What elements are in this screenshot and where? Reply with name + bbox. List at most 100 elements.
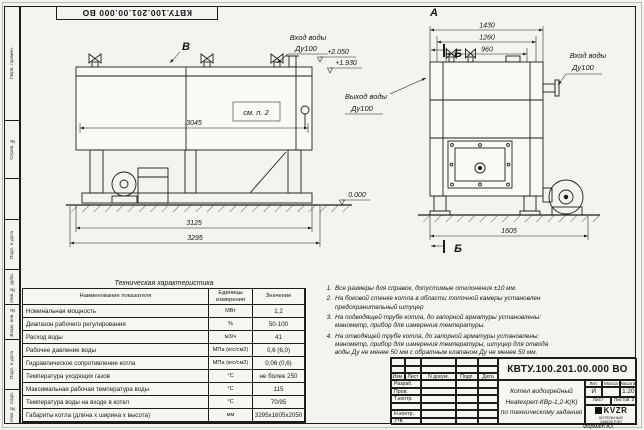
tb-col-data: Дата [478,372,498,381]
tb-empty [478,417,498,425]
tb-empty [391,365,405,373]
tech-cell: Расход воды [23,331,209,344]
blower-fan [542,179,584,216]
tech-cell: Температура уходящих газов [23,370,209,383]
tb-empty [391,358,405,366]
stamp-field: Подп. и дата [5,340,19,391]
tb-scale-value: 1:20 [619,386,637,397]
tb-empty [478,410,498,418]
tech-cell: °С [209,383,253,396]
tb-empty [456,365,478,373]
elev-1930: +1.930 [335,60,357,67]
tb-empty [421,410,456,418]
company-line2: ЗАВОД РЭП [600,419,622,424]
dimensions-front: 1430 1260 960 1605 [429,23,589,240]
tb-empty [405,365,421,373]
section-label-b-top: Б [454,48,462,60]
section-label-b-bottom: Б [454,243,462,255]
tech-cell: 1,2 [253,305,305,318]
stamp-field: Перв. примен. [5,7,19,121]
tb-empty [421,387,456,396]
outlet-label-front: Выход воды [345,92,388,101]
tb-empty [421,402,456,411]
dim-960: 960 [481,47,493,54]
note-number: 4. [326,332,332,340]
tb-empty [478,358,498,366]
tech-cell: % [209,318,253,331]
tb-doc-number: КВТУ.100.201.00.000 ВО [498,358,637,381]
labels-front: А Б Б Вход воды Ду100 Выход воды Ду100 [345,7,607,255]
elevation-mark [339,199,345,206]
product-name-line2: Heatexpert-КВр-1,2-К(К) [505,398,578,406]
tb-empty [456,402,478,411]
note-number: 2. [326,295,332,303]
stamp-field: Подп. и дата [5,220,19,271]
labels-side: В см. п. 2 Вход воды Ду100 +2.050 +1.930… [169,33,370,206]
dim-3295: 3295 [187,235,203,242]
drawing-notes: 1. Все размеры для справок, допустимые о… [324,285,552,360]
tb-empty [456,395,478,403]
tech-header-name: Наименование показателя [23,289,209,305]
tech-cell: 70/95 [253,396,305,409]
top-valves-side [88,53,284,68]
tech-table: Наименование показателя Единицы измерени… [22,288,306,423]
tech-cell: МПа (кгс/см2) [209,357,253,370]
drawing-frame [20,6,636,424]
format-note: Формат А3 [582,424,614,430]
tb-lit-value: И [585,386,603,397]
dimensions-side: 3045 3125 3295 [69,120,321,247]
tb-empty [478,395,498,403]
tb-empty [421,380,456,388]
tech-cell: °С [209,396,253,409]
dim-3125: 3125 [186,220,202,227]
tech-cell: Диапазон рабочего регулирования [23,318,209,331]
tech-cell: Рабочее давление воды [23,344,209,357]
inlet-nozzle-front [542,83,556,93]
company-name: КОТЕЛЬНЫЙ ЗАВОД РЭП [599,416,623,424]
left-stamp-strip: Перв. примен. Справ. № Подп. и дата Инв.… [4,6,20,424]
tb-row-nkontr: Н.контр. [391,410,421,418]
tb-empty [456,358,478,366]
support-frame-side [81,149,313,204]
front-view [429,47,584,216]
tech-cell: Габариты котла (длина х ширина х высота) [23,409,209,422]
tb-empty [478,387,498,396]
tech-cell: не более 250 [253,370,305,383]
view-label-v: В [182,41,190,53]
tb-empty [478,380,498,388]
dim-1430: 1430 [479,23,495,30]
outlet-dn-front: Ду100 [350,104,373,113]
boiler-body-front [429,61,544,197]
elev-2050: +2.050 [327,49,349,56]
tb-empty [478,402,498,411]
tb-col-docnum: N докум. [421,372,456,381]
support-legs-front [429,195,541,216]
note-number: 1. [326,285,332,292]
tb-row-prov: Пров. [391,387,421,396]
note-number: 3. [326,313,332,321]
inlet-dn-side: Ду100 [294,44,317,53]
note-item: 2. На боковой стенке котла в области топ… [324,295,552,312]
rotated-doc-number-box: КВТУ.100.201.00.000 ВО [56,6,218,20]
kvzr-brand: KVZR [603,405,628,415]
tb-sheet-label: Лист [585,396,611,405]
tech-cell: Температура воды на входе в котел [23,396,209,409]
title-block: Изм. Лист N докум. Подп. Дата Разраб. Пр… [390,357,637,425]
stamp-field: Справ. № [5,121,19,179]
side-view [75,53,313,204]
note-item: 3. На подводящей трубе котла, до запорно… [324,314,552,331]
tb-empty [391,402,421,411]
tech-cell: Гидравлическое сопротивление котла [23,357,209,370]
tb-mass-label: Масса [602,380,620,387]
tech-cell: м3/ч [209,331,253,344]
view-label-a: А [429,7,438,19]
dim-1605: 1605 [501,228,517,235]
tb-empty [421,395,456,403]
callout-see-note: см. п. 2 [243,108,269,117]
tb-row-razrab: Разраб. [391,380,421,388]
tech-cell: 0,6 (6,0) [253,344,305,357]
tb-empty [456,410,478,418]
inlet-label-side: Вход воды [290,33,327,42]
